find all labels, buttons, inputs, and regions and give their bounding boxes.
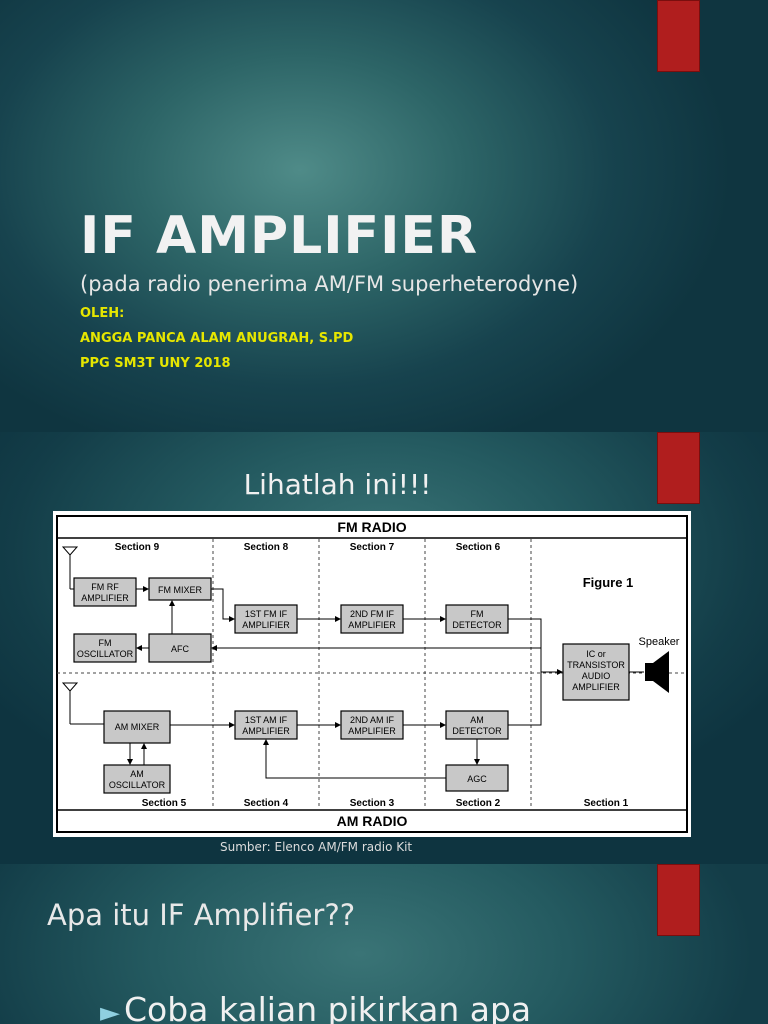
block-label: DETECTOR [452, 726, 502, 736]
section-label: Section 8 [244, 542, 289, 553]
block-label: DETECTOR [452, 620, 502, 630]
section-label: Section 3 [350, 798, 395, 809]
section-label: Section 6 [456, 542, 501, 553]
slide-title: IF AMPLIFIER (pada radio penerima AM/FM … [0, 0, 768, 432]
author-program: PPG SM3T UNY 2018 [80, 356, 231, 371]
section-label: Section 7 [350, 542, 395, 553]
section-label: Section 2 [456, 798, 501, 809]
block-label: IC or [586, 649, 606, 659]
block-label: 1ST AM IF [245, 715, 288, 725]
slide-title-text: IF AMPLIFIER [80, 206, 478, 266]
am-radio-title: AM RADIO [337, 813, 408, 829]
red-tab-decoration [657, 432, 700, 504]
section-label: Section 1 [584, 798, 629, 809]
block-label: AUDIO [582, 671, 611, 681]
red-tab-decoration [657, 864, 700, 936]
block-label: FM [99, 638, 112, 648]
am-mixer-block [103, 710, 171, 744]
section-label: Section 9 [115, 542, 160, 553]
fm-oscillator-block [73, 633, 137, 663]
block-label: FM MIXER [158, 585, 202, 595]
author-name: ANGGA PANCA ALAM ANUGRAH, S.PD [80, 331, 354, 346]
bullet-text: Coba kalian pikirkan apa [124, 990, 532, 1024]
fm-rf-amplifier-block [73, 577, 137, 607]
antenna-icon [61, 546, 79, 590]
antenna-icon [61, 682, 104, 725]
bullet-item: ►Coba kalian pikirkan apa [100, 990, 531, 1024]
block-diagram: FM RADIO AM RADIO Section 9 Section 8 Se… [53, 511, 691, 837]
block-label: AMPLIFIER [348, 726, 396, 736]
audio-amplifier-block [562, 643, 630, 701]
slide-diagram: Lihatlah ini!!! FM RADIO AM RADIO [0, 432, 768, 864]
slide-heading: Lihatlah ini!!! [243, 468, 432, 501]
image-caption: Sumber: Elenco AM/FM radio Kit [220, 840, 413, 854]
section-label: Section 5 [142, 798, 187, 809]
block-label: AMPLIFIER [242, 620, 290, 630]
block-label: AFC [171, 644, 190, 654]
slide-heading: Apa itu IF Amplifier?? [47, 898, 356, 932]
author-label: OLEH: [80, 306, 125, 321]
agc-block [445, 764, 509, 792]
slide-question: Apa itu IF Amplifier?? ►Coba kalian piki… [0, 864, 768, 1024]
block-label: TRANSISTOR [567, 660, 625, 670]
block-label: 1ST FM IF [245, 609, 288, 619]
block-label: AMPLIFIER [81, 593, 129, 603]
fm-detector-block [445, 604, 509, 634]
am-oscillator-block [103, 764, 171, 794]
block-label: AM [130, 769, 144, 779]
block-label: AGC [467, 774, 487, 784]
red-tab-decoration [657, 0, 700, 72]
fm-radio-title: FM RADIO [337, 519, 406, 535]
block-label: OSCILLATOR [77, 649, 134, 659]
slide-subtitle: (pada radio penerima AM/FM superheterody… [80, 272, 579, 296]
speaker-label: Speaker [639, 636, 680, 648]
section-label: Section 4 [244, 798, 289, 809]
block-label: AM MIXER [115, 722, 160, 732]
block-label: AMPLIFIER [242, 726, 290, 736]
figure-label: Figure 1 [583, 575, 634, 590]
am-if1-block [234, 710, 298, 740]
block-label: FM [471, 609, 484, 619]
block-label: FM RF [91, 582, 119, 592]
block-label: 2ND AM IF [350, 715, 395, 725]
block-label: AM [470, 715, 484, 725]
block-label: AMPLIFIER [348, 620, 396, 630]
speaker-icon [645, 651, 669, 693]
bullet-arrow-icon: ► [100, 998, 120, 1024]
block-label: AMPLIFIER [572, 682, 620, 692]
block-label: 2ND FM IF [350, 609, 395, 619]
block-label: OSCILLATOR [109, 780, 166, 790]
am-fm-radio-diagram: FM RADIO AM RADIO Section 9 Section 8 Se… [56, 515, 688, 833]
